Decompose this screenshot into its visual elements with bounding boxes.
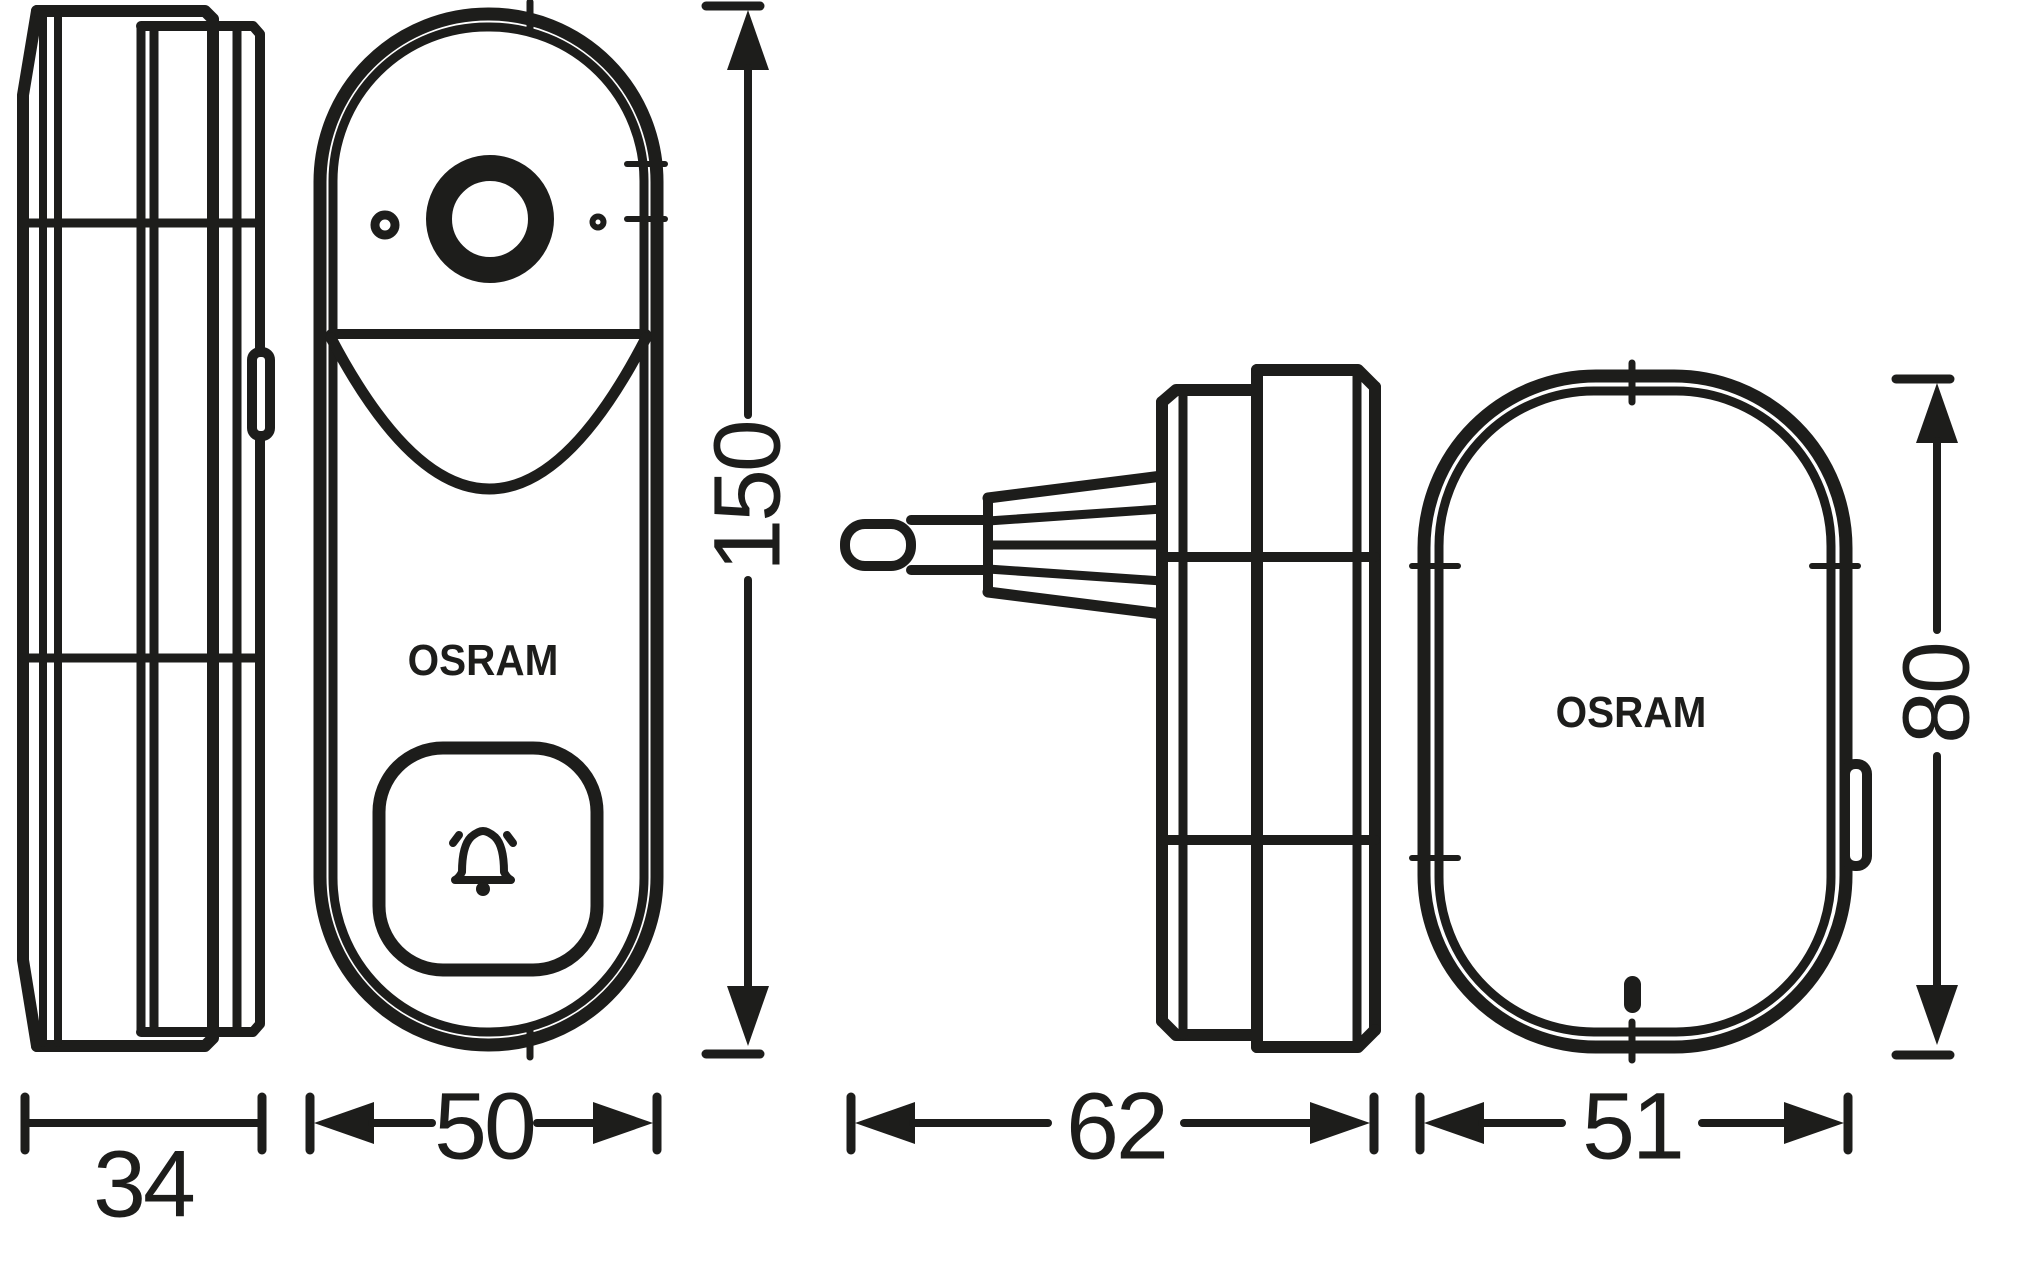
led-indicator-icon xyxy=(370,210,400,240)
camera-lens-icon xyxy=(426,155,554,283)
chime-brand-logo: OSRAM xyxy=(1555,688,1707,737)
dimension-label-height-150: 150 xyxy=(694,422,801,572)
doorbell-brand-logo: OSRAM xyxy=(407,636,559,685)
microphone-hole-icon xyxy=(1624,976,1641,1013)
chime-front-view xyxy=(1409,359,1872,1064)
doorbell-front-view xyxy=(313,0,668,1061)
dimension-62 xyxy=(846,1092,1379,1155)
dimension-label-height-80: 80 xyxy=(1883,644,1990,744)
dimension-34 xyxy=(20,1092,267,1155)
chime-side-button-bump xyxy=(1840,759,1872,871)
doorbell-side-view xyxy=(17,5,275,1052)
dimension-label-width-50: 50 xyxy=(434,1073,537,1180)
sensor-dot-icon xyxy=(589,213,607,231)
bell-icon xyxy=(449,827,517,896)
dimension-80 xyxy=(1891,374,1958,1060)
dimension-150 xyxy=(701,1,769,1059)
power-plug-pin-icon xyxy=(840,470,1168,620)
dimension-51 xyxy=(1415,1092,1853,1155)
side-button-bump xyxy=(247,347,275,441)
dimension-50 xyxy=(305,1092,662,1155)
doorbell-button xyxy=(372,741,604,977)
dimension-label-depth-62: 62 xyxy=(1066,1073,1169,1180)
chime-side-view xyxy=(840,364,1381,1053)
dimension-label-depth-34: 34 xyxy=(93,1131,196,1238)
dimension-label-width-51: 51 xyxy=(1582,1073,1685,1180)
